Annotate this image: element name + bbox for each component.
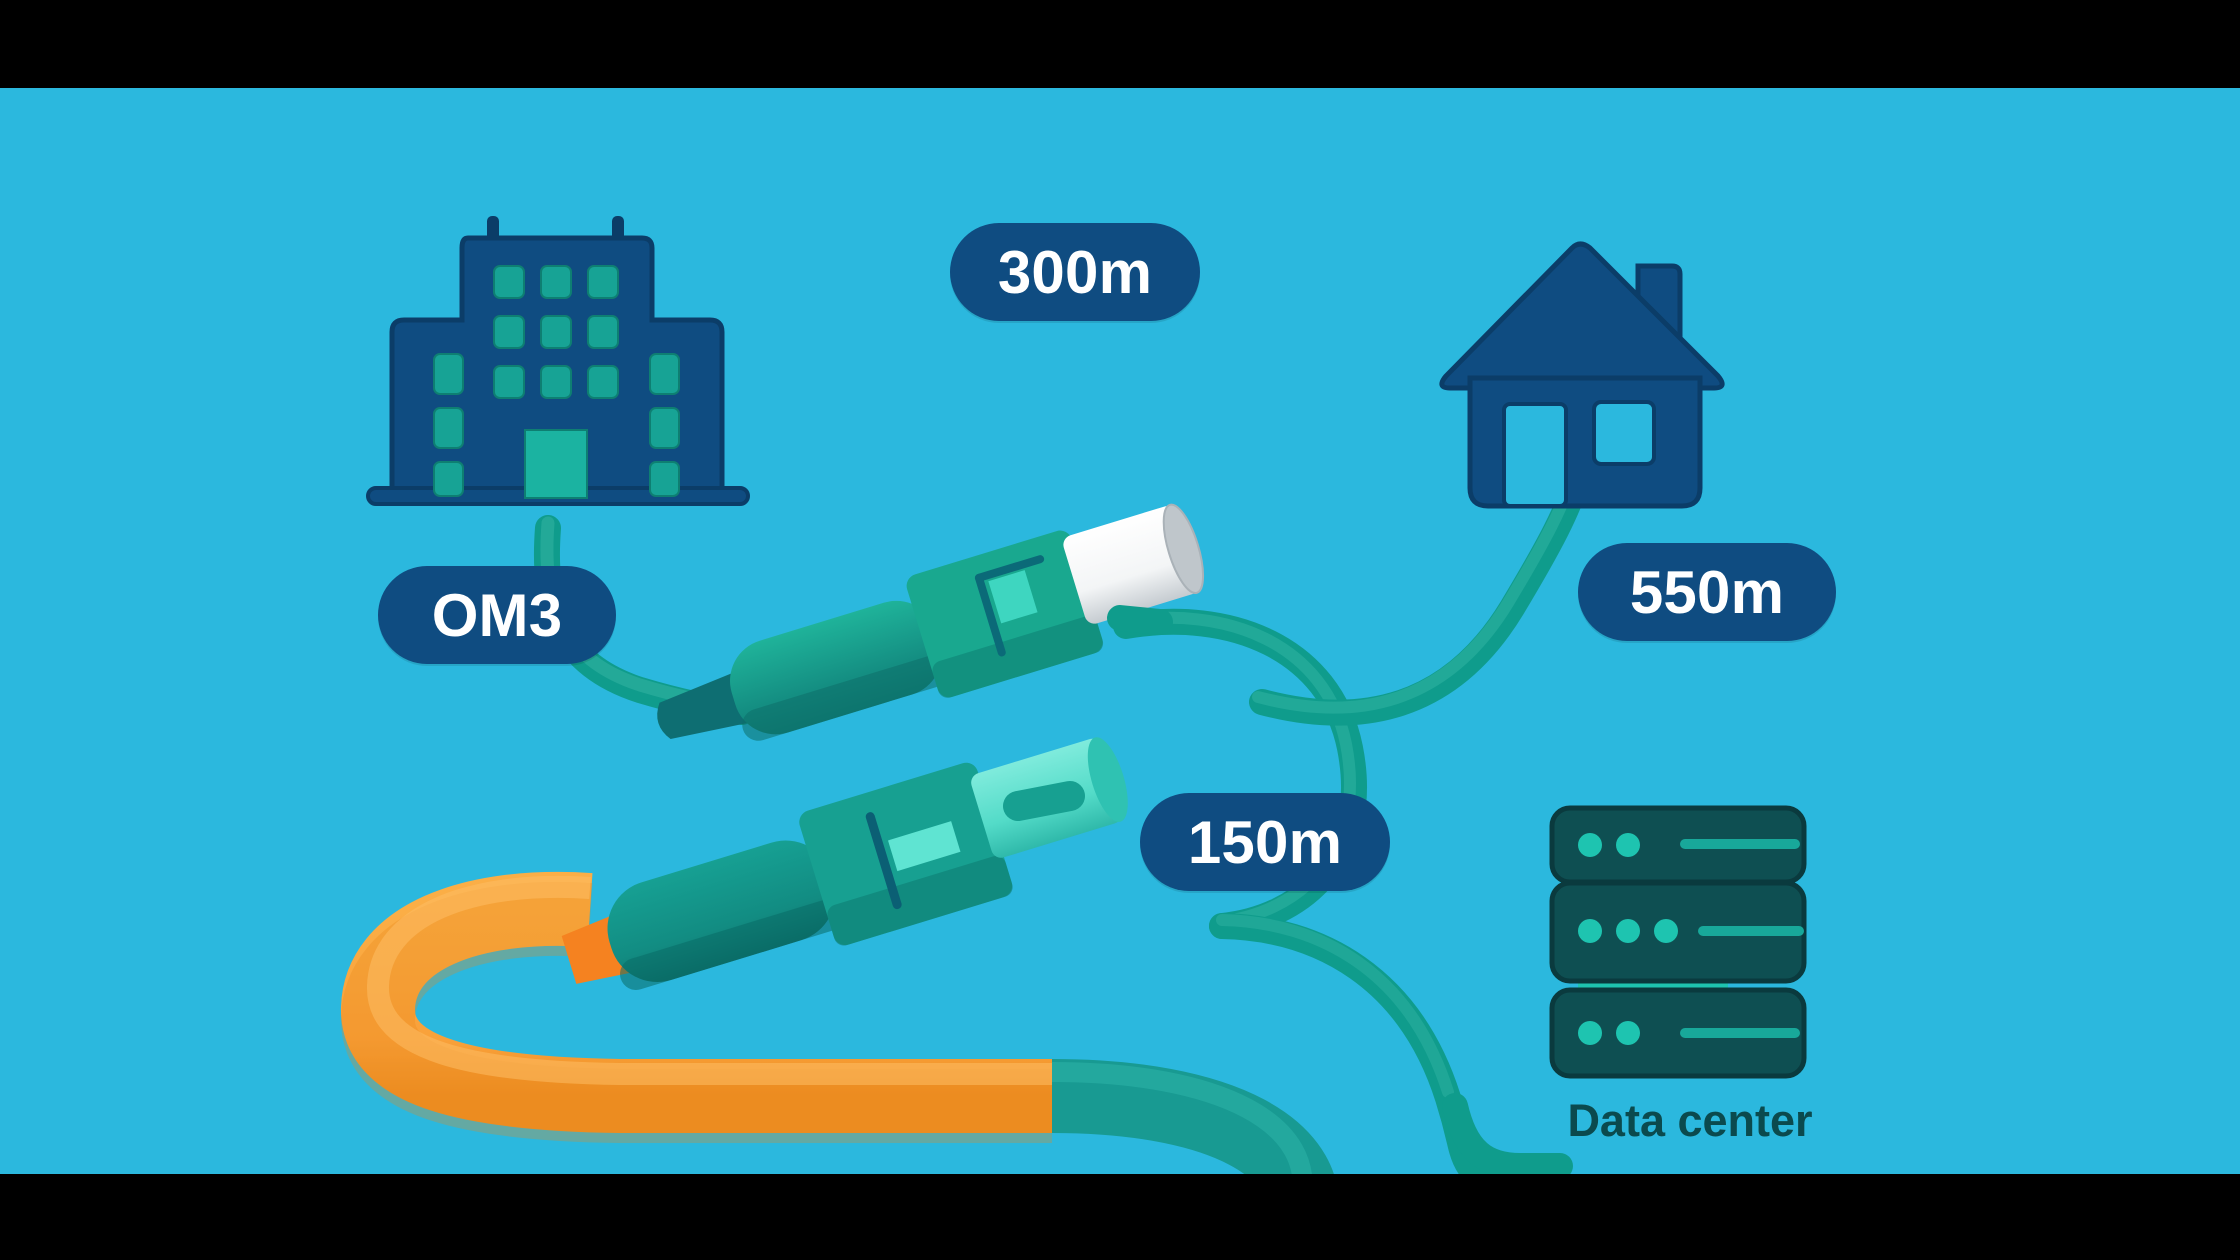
data-center-label: Data center (1567, 1095, 1813, 1146)
letterbox-bottom (0, 1174, 2240, 1260)
cable-group (341, 457, 1593, 1174)
cable-upper-main-highlight (1116, 611, 1357, 928)
cable-upper-stub (1107, 605, 1173, 635)
house-icon (1439, 241, 1725, 509)
lower-fiber-connector (561, 737, 1128, 990)
office-building-icon (366, 216, 750, 506)
badge-300m: 300m (950, 223, 1200, 321)
badge-550m: 550m (1578, 543, 1836, 641)
badge-om3-label: OM3 (431, 581, 563, 649)
cable-datacenter-stub (1442, 1093, 1573, 1174)
cable-teal-lower-highlight (1051, 1062, 1312, 1174)
badge-550m-label: 550m (1629, 558, 1785, 626)
badge-om3: OM3 (378, 566, 616, 664)
badge-300m-label: 300m (997, 238, 1153, 306)
illustration-canvas: 300m OM3 550m 150m Data center (0, 88, 2240, 1174)
badge-150m: 150m (1140, 793, 1390, 891)
cable-teal-lower (1051, 1059, 1334, 1174)
upper-fiber-connector (657, 503, 1205, 741)
cable-house-highlight (1252, 459, 1582, 714)
badge-150m-label: 150m (1187, 808, 1343, 876)
fiber-diagram-svg (341, 216, 1807, 1174)
letterbox-top (0, 0, 2240, 88)
cable-datacenter-highlight (1216, 914, 1454, 1098)
cable-lower-stub (1003, 781, 1085, 821)
server-rack-icon (1549, 805, 1807, 1079)
cable-orange-top-highlight (366, 875, 1052, 1085)
